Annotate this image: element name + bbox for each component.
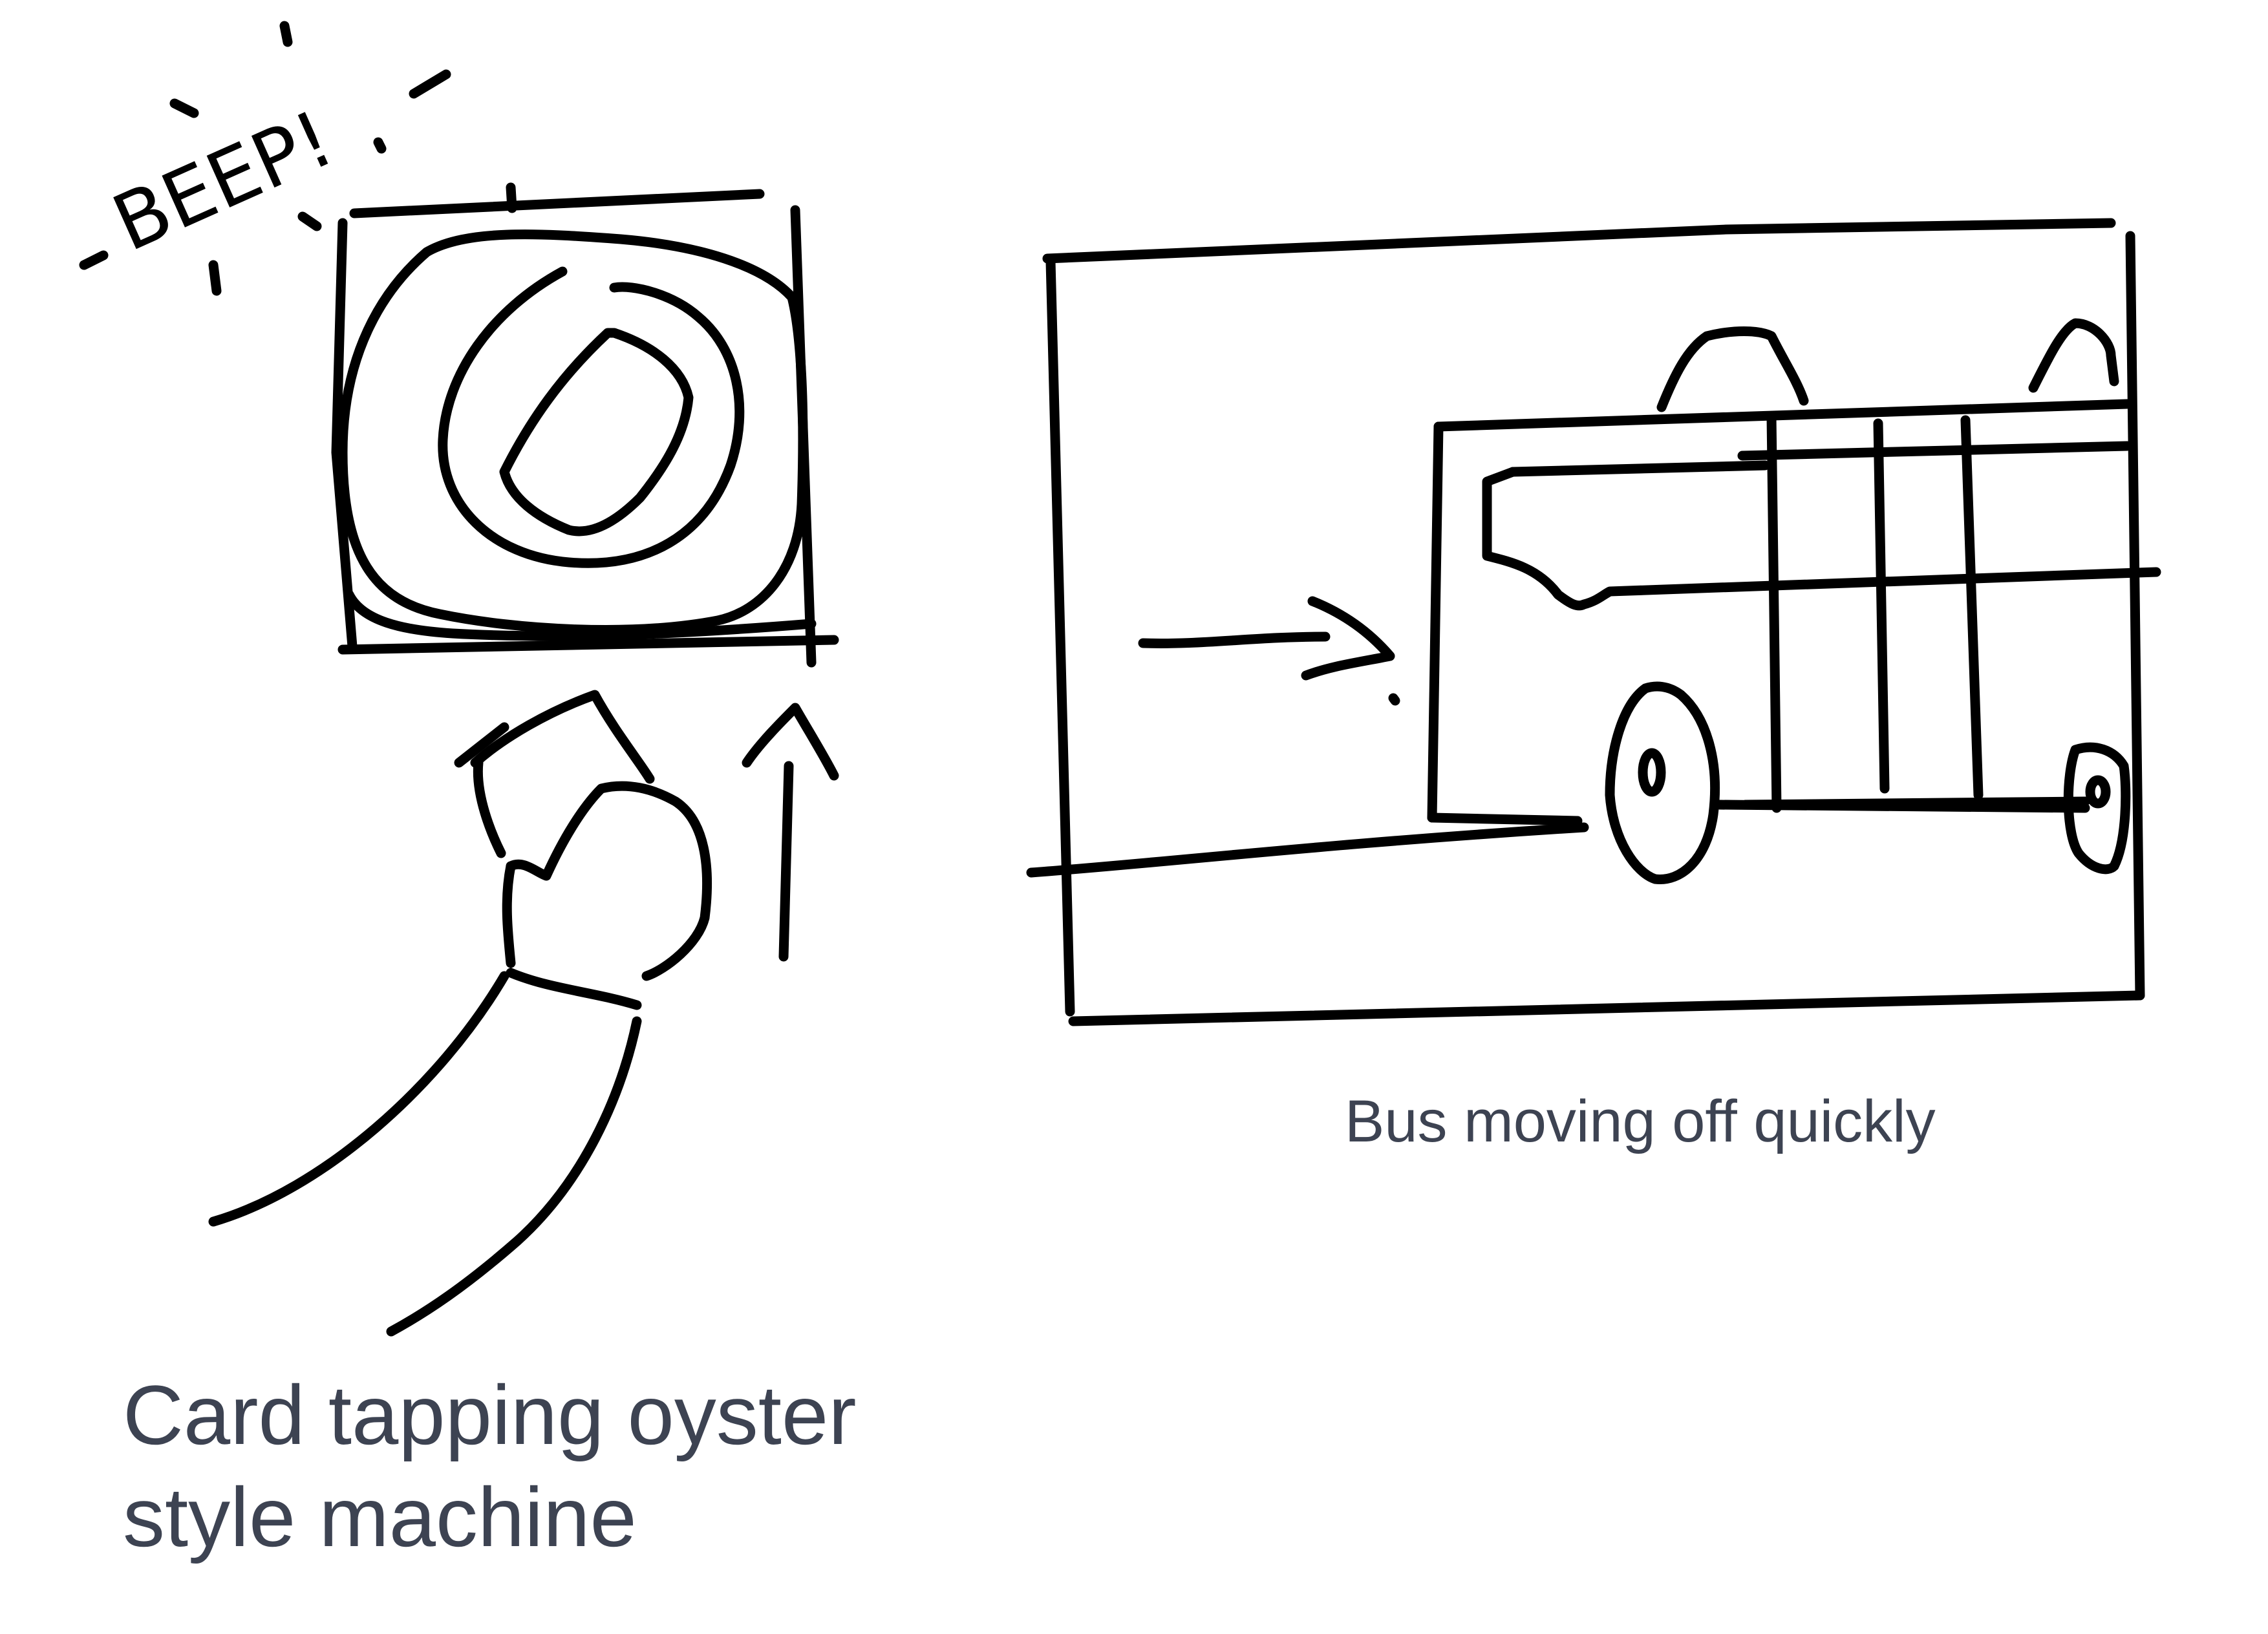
card-reader-machine — [331, 182, 839, 668]
bus-rear-hubcap — [2085, 775, 2111, 809]
arrow-head — [742, 703, 839, 781]
bus-front-wheel — [1605, 681, 1720, 884]
bus-vehicle — [1427, 318, 2161, 884]
beep-burst-line — [79, 250, 109, 270]
arm-lower-edge — [386, 1016, 642, 1337]
motion-arrow — [1138, 596, 1400, 706]
beep-burst-line — [373, 137, 387, 154]
beep-burst-line — [279, 21, 293, 47]
beep-burst-line — [208, 260, 222, 296]
reader-bottom-edge — [337, 635, 839, 655]
bus-window-top — [1508, 460, 1770, 477]
bus-door-pillar — [1766, 412, 1782, 813]
bus-window-line — [1737, 441, 2132, 461]
reader-top-edge — [349, 189, 765, 218]
card-top-edge — [470, 690, 655, 784]
road-line — [1026, 800, 2090, 878]
frame-left-edge — [1045, 257, 1075, 1017]
bus-frame — [1042, 218, 2145, 1026]
bus-skirt — [1740, 796, 2090, 810]
wrist-cuff — [506, 968, 642, 1010]
reader-left-edge — [331, 218, 358, 652]
reader-bottom-inner-edge — [344, 589, 817, 641]
motion-arrow-head — [1301, 596, 1395, 681]
bus-roof-light-rear — [2028, 318, 2119, 393]
hand-holding-card — [208, 690, 712, 1337]
card-corner — [454, 722, 509, 768]
frame-top-edge — [1042, 218, 2116, 264]
reader-top-tick — [506, 182, 517, 213]
bus-front — [1427, 421, 1444, 823]
caption-card-tapping: Card tapping oyster style machine — [123, 1368, 857, 1564]
bus-windscreen — [1482, 467, 2161, 611]
motion-arrow-shaft — [1138, 631, 1331, 648]
frame-right-edge — [2125, 231, 2145, 1001]
caption-bus-moving: Bus moving off quickly — [1345, 1088, 1936, 1154]
beep-sound-effect: BEEP! — [79, 21, 451, 296]
bus-pillar — [1873, 418, 1890, 794]
card-left-edge — [473, 758, 506, 858]
bus-front-hubcap — [1638, 748, 1666, 797]
tap-up-arrow — [742, 703, 839, 962]
beep-burst-line — [169, 98, 199, 118]
bus-roof — [1433, 399, 2132, 432]
beep-burst-line — [409, 69, 451, 99]
bus-rear-wheel — [2063, 742, 2131, 875]
reader-contactless-pad — [499, 328, 694, 536]
bus-roof-light-front — [1656, 326, 1809, 412]
reader-outer-ring — [337, 229, 808, 635]
hand-thumb-left — [502, 861, 516, 968]
bus-pillar — [1960, 415, 1984, 800]
arrow-shaft — [778, 761, 794, 962]
beep-burst-line — [297, 211, 322, 231]
hand-fingers — [506, 781, 712, 981]
bus-bumper — [1427, 812, 1583, 826]
reader-inner-ring — [438, 266, 745, 568]
frame-bottom-edge — [1068, 990, 2145, 1026]
arm-upper-edge — [208, 971, 509, 1227]
beep-label: BEEP! — [100, 94, 346, 269]
road-left-segment — [1026, 822, 1589, 878]
motion-arrow-dot — [1388, 693, 1400, 706]
